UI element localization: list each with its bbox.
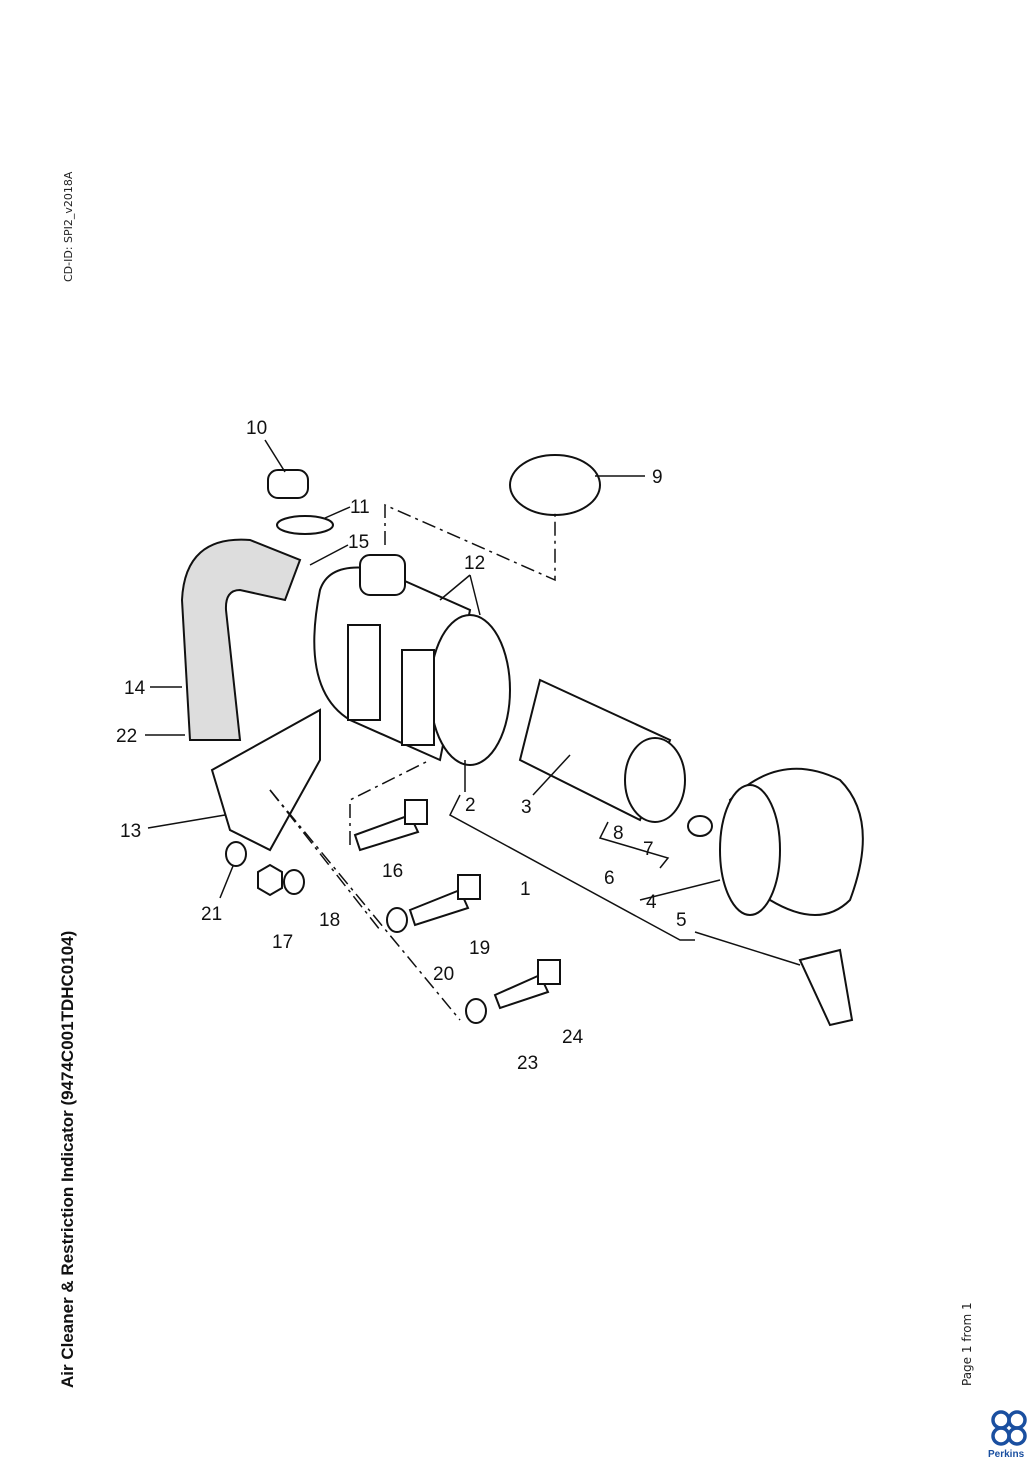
- callout-22: 22: [116, 726, 137, 747]
- washer-part: [465, 998, 487, 1024]
- outlet-part: [359, 554, 406, 596]
- callout-9: 9: [652, 467, 663, 488]
- bolt-part: [408, 888, 470, 927]
- callout-8: 8: [613, 823, 624, 844]
- callout-7: 7: [643, 839, 654, 860]
- bolt-head: [457, 874, 481, 900]
- callout-4: 4: [646, 892, 657, 913]
- callout-13: 13: [120, 821, 141, 842]
- callout-21: 21: [201, 904, 222, 925]
- callout-10: 10: [246, 418, 267, 439]
- callout-19: 19: [469, 938, 490, 959]
- callout-3: 3: [521, 797, 532, 818]
- bolt-part: [493, 973, 550, 1010]
- cover-rim: [719, 784, 781, 916]
- hose-part: [180, 538, 302, 741]
- svg-text:Perkins: Perkins: [988, 1449, 1025, 1460]
- callout-6: 6: [604, 868, 615, 889]
- mounting-bracket-part: [210, 708, 321, 852]
- cap-part: [509, 454, 601, 516]
- callout-1: 1: [520, 879, 531, 900]
- callout-17: 17: [272, 932, 293, 953]
- callout-labels: 10 9 11 15 12 14 22 2 3 8 7 6 1 4 13 16 …: [116, 418, 687, 1074]
- bolt-head: [404, 799, 428, 825]
- washer-part: [386, 907, 408, 933]
- callout-23: 23: [517, 1053, 538, 1074]
- callout-11: 11: [350, 497, 370, 518]
- nut-part: [257, 863, 283, 897]
- bolt-part: [353, 813, 420, 852]
- callout-24: 24: [562, 1027, 584, 1048]
- callout-18: 18: [319, 910, 340, 931]
- perkins-logo: Perkins: [988, 1410, 1027, 1460]
- callout-12: 12: [464, 553, 485, 574]
- filter-element-end: [624, 737, 686, 823]
- callout-14: 14: [124, 678, 146, 699]
- adaptor-part: [276, 515, 334, 535]
- washer-part: [283, 869, 305, 895]
- callout-16: 16: [382, 861, 403, 882]
- bolt-head: [537, 959, 561, 985]
- callout-15: 15: [348, 532, 369, 553]
- parts-drawing: [180, 454, 864, 1027]
- leader-lines: [145, 439, 801, 1021]
- bracket-part: [401, 649, 435, 746]
- wing-nut-part: [687, 815, 713, 837]
- clamp-ring-part: [429, 614, 511, 766]
- callout-20: 20: [433, 964, 454, 985]
- callout-5: 5: [676, 910, 687, 931]
- restriction-indicator-part: [267, 469, 309, 499]
- callout-2: 2: [465, 795, 476, 816]
- bracket-part: [347, 624, 381, 721]
- dust-valve-part: [798, 948, 854, 1027]
- washer-part: [225, 841, 247, 867]
